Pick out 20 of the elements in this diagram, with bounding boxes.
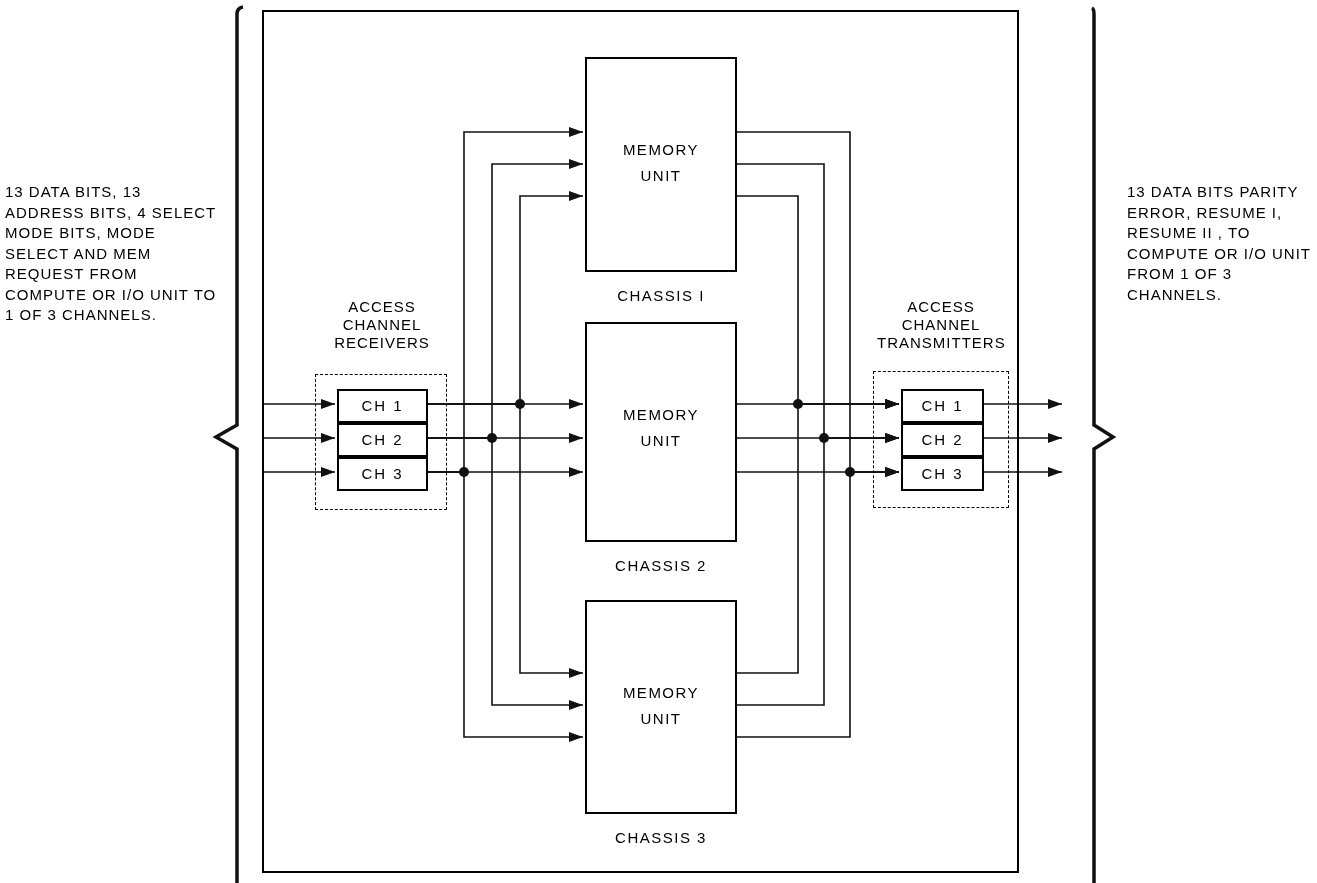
chassis-caption: CHASSIS 3 — [614, 829, 708, 847]
channel-box: CH 3 — [337, 457, 428, 491]
channel-box: CH 2 — [337, 423, 428, 457]
chassis-caption: CHASSIS I — [616, 287, 706, 305]
memory-unit-box: MEMORY UNIT — [585, 322, 737, 542]
channel-box: CH 2 — [901, 423, 984, 457]
memory-unit-box: MEMORY UNIT — [585, 57, 737, 272]
group-heading: ACCESS CHANNEL RECEIVERS — [333, 298, 431, 352]
group-heading: ACCESS CHANNEL TRANSMITTERS — [877, 298, 1005, 352]
arrow — [261, 433, 336, 443]
memory-unit-box: MEMORY UNIT — [585, 600, 737, 814]
channel-box: CH 1 — [901, 389, 984, 423]
arrow — [261, 399, 336, 409]
signal-note: 13 DATA BITS, 13 ADDRESS BITS, 4 SELECT MODE BITS, MODE SELECT AND MEM REQUEST FROM COMPUTE OR I/O UNIT TO 1 OF 3 CHANNELS. — [5, 182, 217, 325]
frame-box — [262, 10, 1019, 873]
channel-box: CH 3 — [901, 457, 984, 491]
chassis-caption: CHASSIS 2 — [614, 557, 708, 575]
channel-box: CH 1 — [337, 389, 428, 423]
signal-note: 13 DATA BITS PARITY ERROR, RESUME I, RESUME II , TO COMPUTE OR I/O UNIT FROM 1 OF 3 CHANNELS. — [1127, 182, 1312, 305]
arrow — [261, 467, 336, 477]
